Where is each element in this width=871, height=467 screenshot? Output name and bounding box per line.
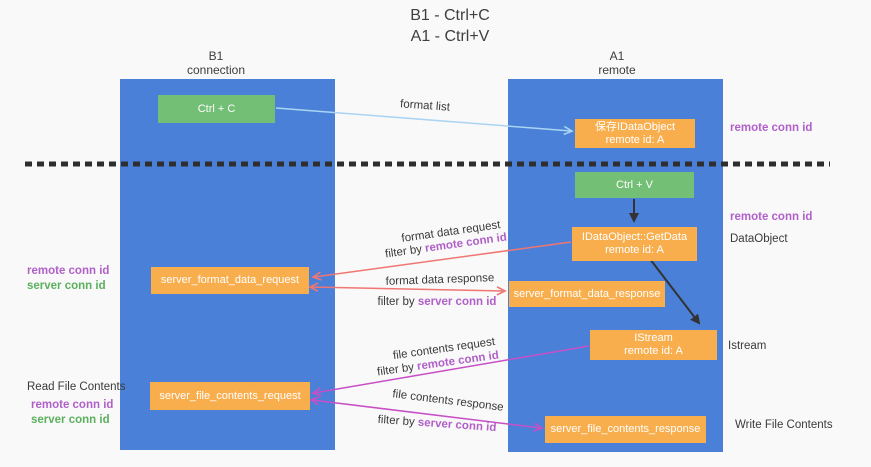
- read-file-contents-label: Read File Contents: [27, 381, 126, 393]
- server-conn-id-text: server conn id: [417, 416, 497, 435]
- server-conn-id-label-left-top: server conn id: [27, 280, 106, 292]
- column-header-a1: A1 remote: [598, 49, 635, 77]
- istream-side-label: Istream: [728, 340, 767, 352]
- idataobject-getdata-label: IDataObject::GetData: [581, 231, 688, 243]
- title-line1: B1 - Ctrl+C: [410, 7, 490, 24]
- column-b1-name: B1: [208, 49, 224, 63]
- column-header-b1: B1 connection: [187, 49, 245, 77]
- istream-label: IStream: [634, 332, 673, 344]
- server-file-contents-request-box: server_file_contents_request: [150, 382, 310, 410]
- file-contents-response-arrow-label: file contents response: [391, 388, 505, 414]
- server-format-data-request-label: server_format_data_request: [160, 274, 300, 286]
- diagram-title: B1 - Ctrl+C A1 - Ctrl+V: [410, 5, 490, 47]
- server-file-contents-request-label: server_file_contents_request: [159, 389, 301, 402]
- filter-by-text: filter by: [377, 413, 416, 429]
- format-data-response-arrow-label: format data response: [385, 272, 495, 288]
- filter-by-text: filter by: [384, 243, 423, 261]
- column-a1-subtitle: remote: [598, 63, 636, 77]
- save-idataobject-label: 保存IDataObject: [594, 120, 676, 133]
- ctrl-c-label: Ctrl + C: [197, 102, 236, 115]
- format-list-arrow-label: format list: [399, 98, 451, 114]
- save-idataobject-remote-id: remote id: A: [605, 133, 665, 146]
- ctrl-v-label: Ctrl + V: [616, 178, 653, 191]
- istream-box: IStream remote id: A: [590, 330, 717, 360]
- remote-conn-id-label-top-right: remote conn id: [730, 122, 813, 134]
- ctrl-c-box: Ctrl + C: [158, 95, 275, 123]
- title-line2: A1 - Ctrl+V: [410, 28, 490, 45]
- server-file-contents-response-label: server_file_contents_response: [550, 423, 701, 435]
- column-b1-subtitle: connection: [186, 63, 246, 77]
- idataobject-getdata-remote-id: remote id: A: [605, 244, 664, 256]
- write-file-contents-label: Write File Contents: [735, 419, 833, 431]
- ctrl-v-box: Ctrl + V: [575, 172, 694, 198]
- server-file-contents-response-box: server_file_contents_response: [545, 416, 706, 443]
- save-idataobject-box: 保存IDataObject remote id: A: [575, 119, 695, 148]
- server-format-data-response-label: server_format_data_response: [513, 287, 661, 300]
- remote-conn-id-label-right: remote conn id: [730, 211, 813, 223]
- column-a1-name: A1: [609, 49, 625, 63]
- server-conn-id-label-left-bottom: server conn id: [31, 414, 110, 426]
- file-contents-response-filter-label: filter by server conn id: [377, 414, 496, 434]
- server-format-data-response-box: server_format_data_response: [509, 281, 665, 307]
- remote-conn-id-label-left-top: remote conn id: [27, 265, 110, 277]
- remote-conn-id-label-left-bottom: remote conn id: [31, 399, 114, 411]
- dataobject-label: DataObject: [730, 233, 788, 245]
- filter-by-text: filter by: [377, 296, 415, 308]
- server-conn-id-text: server conn id: [417, 296, 497, 308]
- format-data-response-arrow: [308, 282, 507, 296]
- server-format-data-request-box: server_format_data_request: [151, 267, 309, 294]
- idataobject-getdata-box: IDataObject::GetData remote id: A: [572, 227, 697, 261]
- filter-by-text: filter by: [376, 361, 415, 379]
- format-data-response-filter-label: filter by server conn id: [378, 296, 497, 308]
- istream-remote-id: remote id: A: [624, 345, 683, 357]
